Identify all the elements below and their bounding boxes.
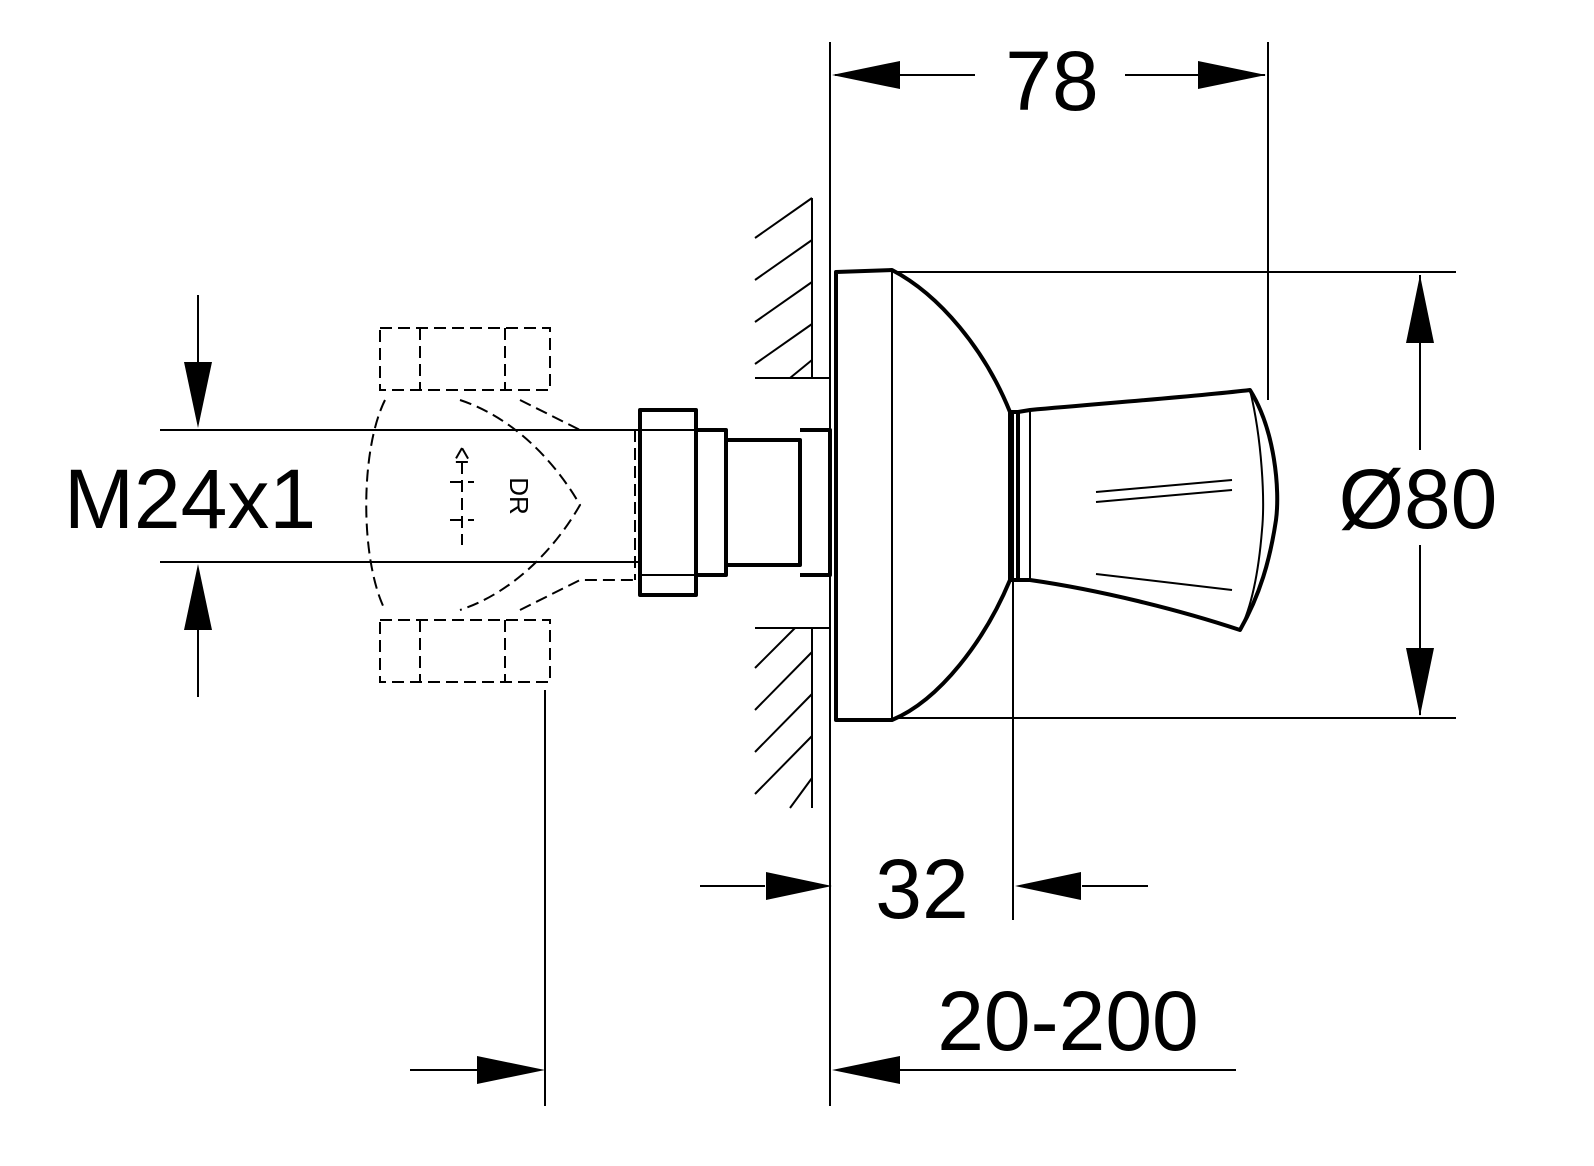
dim-thread-label: M24x1 bbox=[64, 452, 316, 546]
valve-marking: DR bbox=[504, 477, 534, 515]
dim-rosette-depth bbox=[700, 412, 1148, 920]
dim-diameter bbox=[896, 271, 1456, 719]
dim-rosette-depth-label: 32 bbox=[875, 842, 968, 936]
dim-arrow-right bbox=[766, 872, 832, 900]
dim-arrow-down bbox=[1406, 648, 1434, 716]
dim-projection-label: 78 bbox=[1005, 34, 1098, 128]
dim-arrow-left bbox=[1015, 872, 1081, 900]
valve-body-hidden bbox=[365, 327, 640, 683]
rosette bbox=[834, 268, 1012, 722]
dim-arrow-left bbox=[832, 61, 900, 89]
wall-hatch-upper bbox=[754, 197, 813, 379]
dim-arrow-right bbox=[1198, 61, 1266, 89]
wall-hatch-lower bbox=[754, 627, 813, 809]
dim-projection bbox=[832, 42, 1269, 400]
dim-wall-thickness bbox=[410, 690, 1236, 1106]
dim-arrow-right bbox=[477, 1056, 545, 1084]
dim-diameter-label: Ø80 bbox=[1339, 452, 1498, 546]
dim-arrow-up bbox=[1406, 275, 1434, 343]
spindle-assembly bbox=[638, 408, 832, 597]
handle bbox=[1010, 388, 1280, 632]
dim-arrow-down bbox=[184, 362, 212, 428]
dim-thread bbox=[160, 295, 640, 697]
dim-arrow-up bbox=[184, 564, 212, 630]
dim-arrow-left bbox=[832, 1056, 900, 1084]
dim-wall-thickness-label: 20-200 bbox=[937, 974, 1199, 1068]
